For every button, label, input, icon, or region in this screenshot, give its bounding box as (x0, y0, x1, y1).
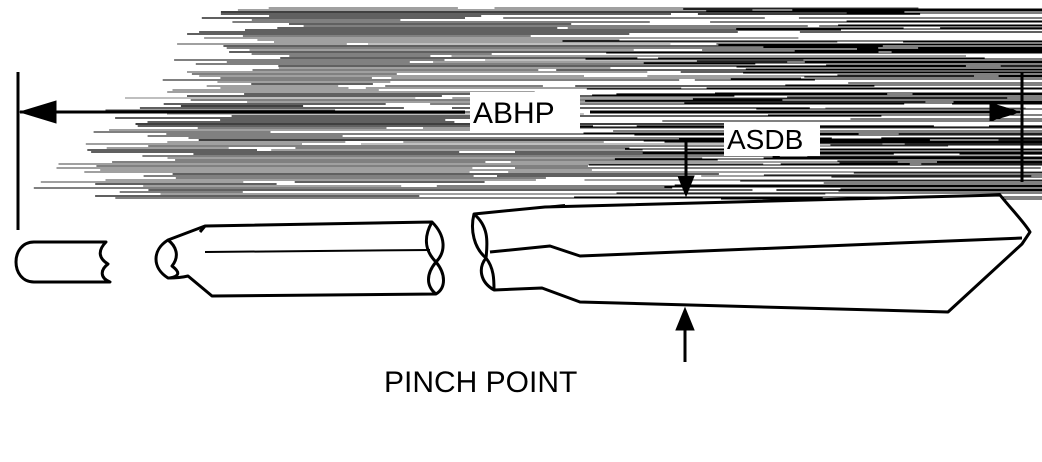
overall-length-label: ABHP (473, 97, 555, 130)
pinch-point-arrow (675, 306, 695, 362)
left-arrowhead-icon (18, 100, 57, 124)
secondary-dimension-leader (677, 138, 722, 198)
speed-line-hatching (33, 7, 1042, 200)
pinch-arrowhead-icon (675, 306, 695, 331)
drill-tip-section (471, 193, 1032, 314)
overall-length-dimension (16, 72, 1024, 230)
shank-stub (14, 240, 112, 284)
drill-body-middle (154, 220, 445, 298)
pinch-point-label: PINCH POINT (384, 366, 577, 399)
label-backing (470, 92, 580, 132)
secondary-dimension-label: ASDB (727, 124, 803, 155)
leader-arrowhead-icon (677, 175, 695, 198)
right-arrowhead-icon (989, 102, 1022, 122)
label-backing (724, 122, 820, 156)
